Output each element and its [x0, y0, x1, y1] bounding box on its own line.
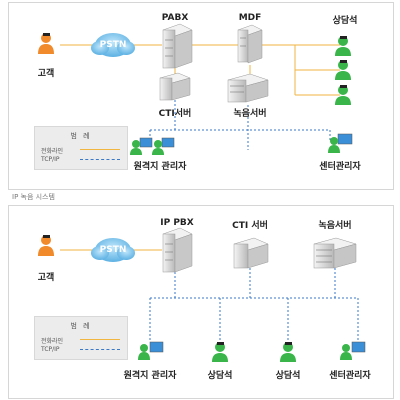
top-pabx-server-icon: [162, 23, 193, 69]
bottom-ip-pbx-label: IP PBX: [160, 218, 194, 228]
bottom-agent-icon: [212, 342, 228, 362]
bottom-recording-server-icon: [313, 237, 357, 269]
top-agent-label: 상담석: [332, 16, 358, 26]
bottom-recording-server-label: 녹음서버: [318, 221, 352, 231]
bottom-center-manager-label: 센터관리자: [329, 371, 371, 381]
bottom-legend: 범 례 전화라인 TCP/IP: [34, 316, 128, 360]
top-agent-icon: [335, 85, 351, 105]
diagram-caption: IP 녹음 시스템: [12, 193, 55, 201]
bottom-customer-label: 고객: [37, 273, 55, 283]
top-customer-label: 고객: [37, 69, 55, 79]
top-agent-icon: [335, 60, 351, 80]
legend-phone-line-swatch: [80, 339, 120, 340]
top-tcpip-lines: [149, 100, 331, 150]
bottom-ip-pbx-server-icon: [162, 227, 193, 273]
bottom-agent-2-label: 상담석: [275, 371, 301, 381]
top-agent-icon: [335, 36, 351, 56]
bottom-customer-person-icon: [38, 235, 54, 256]
legend-tcpip-label: TCP/IP: [41, 346, 60, 353]
bottom-cti-server-icon: [233, 237, 269, 269]
top-phone-lines: [60, 44, 340, 96]
bottom-tcpip-lines: [149, 268, 359, 342]
top-cti-server-icon: [159, 72, 191, 101]
legend-phone-line-label: 전화라인: [41, 338, 64, 345]
bottom-pstn-label: PSTN: [99, 245, 127, 255]
top-center-manager-icon: [328, 133, 353, 153]
legend-phone-line-label: 전화라인: [41, 148, 64, 155]
top-recording-server-icon: [227, 73, 269, 103]
legend-title: 범 례: [70, 132, 92, 140]
bottom-remote-manager-icon: [138, 341, 164, 360]
bottom-remote-manager-label: 원격지 관리자: [123, 371, 177, 381]
top-pstn-cloud-icon: [91, 33, 135, 57]
bottom-pstn-cloud-icon: [91, 238, 135, 262]
top-customer-person-icon: [38, 33, 54, 54]
top-mdf-label: MDF: [238, 13, 262, 23]
legend-title: 범 례: [70, 322, 92, 330]
top-remote-manager-icon: [130, 137, 175, 155]
legend-phone-line-swatch: [80, 149, 120, 150]
top-legend: 범 례 전화라인 TCP/IP: [34, 126, 128, 170]
bottom-agent-icon: [280, 342, 296, 362]
top-center-manager-label: 센터관리자: [319, 162, 361, 172]
legend-tcpip-swatch: [80, 349, 120, 350]
top-cti-server-label: CTI서버: [158, 109, 192, 119]
top-mdf-rack-icon: [237, 24, 263, 64]
legend-tcpip-label: TCP/IP: [41, 156, 60, 163]
top-remote-manager-label: 원격지 관리자: [133, 162, 187, 172]
bottom-cti-server-label: CTI 서버: [232, 221, 268, 231]
top-pabx-label: PABX: [161, 13, 189, 23]
bottom-center-manager-icon: [340, 341, 366, 360]
top-recording-server-label: 녹음서버: [233, 109, 267, 119]
top-pstn-label: PSTN: [99, 40, 127, 50]
legend-tcpip-swatch: [80, 159, 120, 160]
bottom-agent-1-label: 상담석: [207, 371, 233, 381]
